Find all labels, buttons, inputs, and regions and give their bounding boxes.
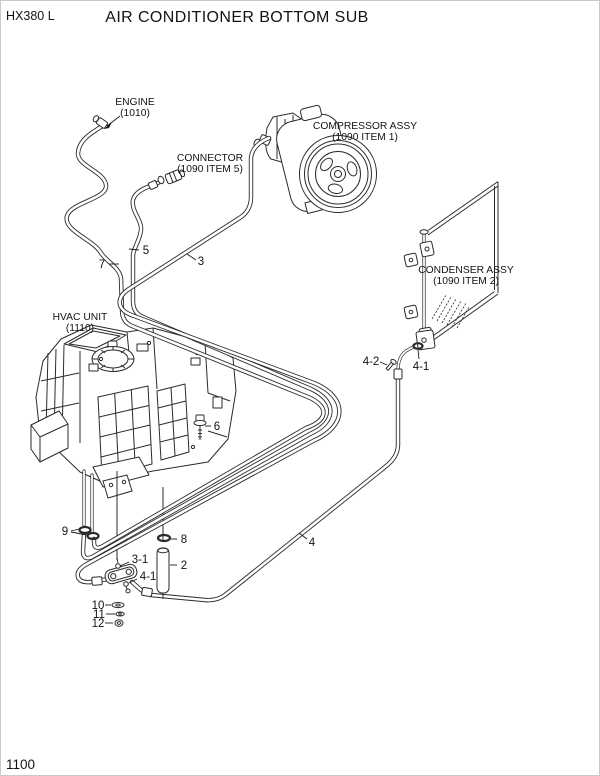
callout-4-1-flange: 4-1 [140,571,157,583]
bolt-3-1 [115,557,121,569]
model-code: HX380 L [6,9,55,23]
engine-label: ENGINE [115,97,155,108]
compressor-ref: (1090 ITEM 1) [332,132,398,143]
bolt-4-2 [385,358,397,371]
callout-3-1: 3-1 [132,554,149,566]
bolts-4-1 [123,581,131,594]
callout-2: 2 [181,560,187,572]
connector-ref: (1090 ITEM 5) [177,164,243,175]
hvac-ref: (1110) [66,323,94,334]
component-labels: ENGINE (1010) CONNECTOR (1090 ITEM 5) CO… [53,97,514,334]
compressor-label: COMPRESSOR ASSY [313,121,417,132]
callout-7: 7 [99,259,105,271]
hose-fittings [91,115,403,598]
page-number: 1100 [6,757,35,772]
bolt-6 [193,414,207,440]
receiver-drier [156,547,170,599]
callout-11: 11 [93,609,105,621]
callout-4-1-condenser: 4-1 [413,361,430,373]
connector-label: CONNECTOR [177,153,243,164]
engine-arrowhead [104,122,112,129]
compressor-assy-drawing [253,104,377,215]
washer-11 [115,611,125,617]
nut-12 [114,619,124,627]
callout-9: 9 [62,526,68,538]
washer-10 [111,601,125,609]
o-ring-4-1 [412,342,424,350]
o-ring-8 [156,533,172,543]
leader-lines [70,115,420,624]
page-title: AIR CONDITIONER BOTTOM SUB [105,9,368,26]
o-rings-9 [78,525,100,541]
number-callouts: 5 7 3 6 9 8 2 3-1 4-1 10 11 12 4 4-2 4-1 [62,245,430,630]
callout-10: 10 [92,600,105,612]
flange-block [104,557,138,594]
callout-4: 4 [309,537,316,549]
callout-3: 3 [198,256,204,268]
callout-6: 6 [214,421,220,433]
callout-8: 8 [181,534,187,546]
callout-12: 12 [92,618,105,630]
engine-ref: (1010) [120,108,150,119]
hvac-label: HVAC UNIT [53,312,108,323]
callout-5: 5 [143,245,149,257]
hvac-unit-drawing [30,324,237,560]
condenser-label: CONDENSER ASSY [418,265,514,276]
condenser-ref: (1090 ITEM 2) [433,276,499,287]
condenser-fins [431,294,470,329]
callout-4-2: 4-2 [363,356,380,368]
